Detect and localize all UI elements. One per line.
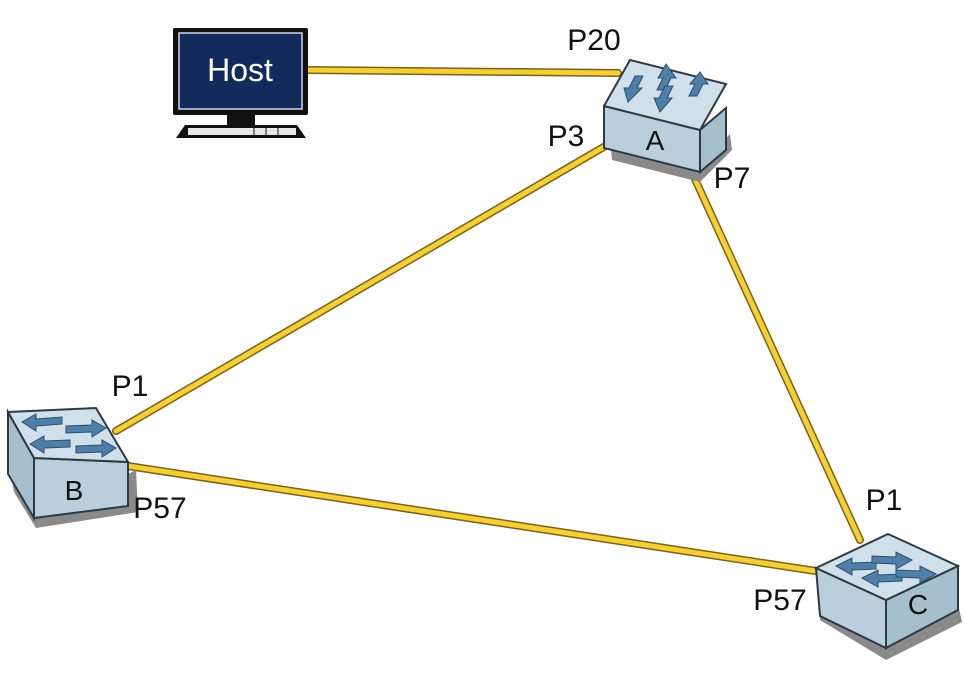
keyboard-icon (176, 125, 306, 138)
port-label-c-p57: P57 (753, 584, 806, 617)
switch-b[interactable]: B (6, 406, 138, 528)
link-host-to-switch-a (304, 66, 622, 77)
monitor-icon (173, 28, 308, 125)
switch-a[interactable]: A (602, 58, 732, 182)
port-label-c-p1: P1 (866, 484, 903, 517)
host-computer[interactable]: Host (173, 28, 308, 138)
port-label-a-p7: P7 (714, 162, 751, 195)
port-label-b-p57: P57 (133, 492, 186, 525)
switch-c-arrows-icon (834, 551, 938, 588)
link-switch-a-p7-to-switch-c-p1 (674, 138, 864, 544)
link-switch-a-p3-to-switch-b-p1 (112, 130, 630, 435)
link-switch-b-p57-to-switch-c-p57 (124, 462, 826, 576)
switch-b-shadow (8, 460, 138, 528)
switch-c-top (813, 532, 961, 602)
port-label-b-p1: P1 (112, 370, 149, 403)
switch-c-label: C (908, 589, 928, 620)
switch-a-side (699, 105, 727, 175)
port-label-a-p20: P20 (567, 24, 620, 57)
switch-b-arrows-icon (21, 413, 117, 458)
switch-c-shadow (820, 604, 962, 660)
switch-a-label: A (646, 125, 665, 156)
switch-c[interactable]: C (813, 532, 962, 660)
port-label-a-p3: P3 (548, 120, 585, 153)
host-label: Host (207, 52, 273, 88)
switch-a-arrows-icon (623, 63, 709, 113)
switch-b-label: B (65, 475, 84, 506)
